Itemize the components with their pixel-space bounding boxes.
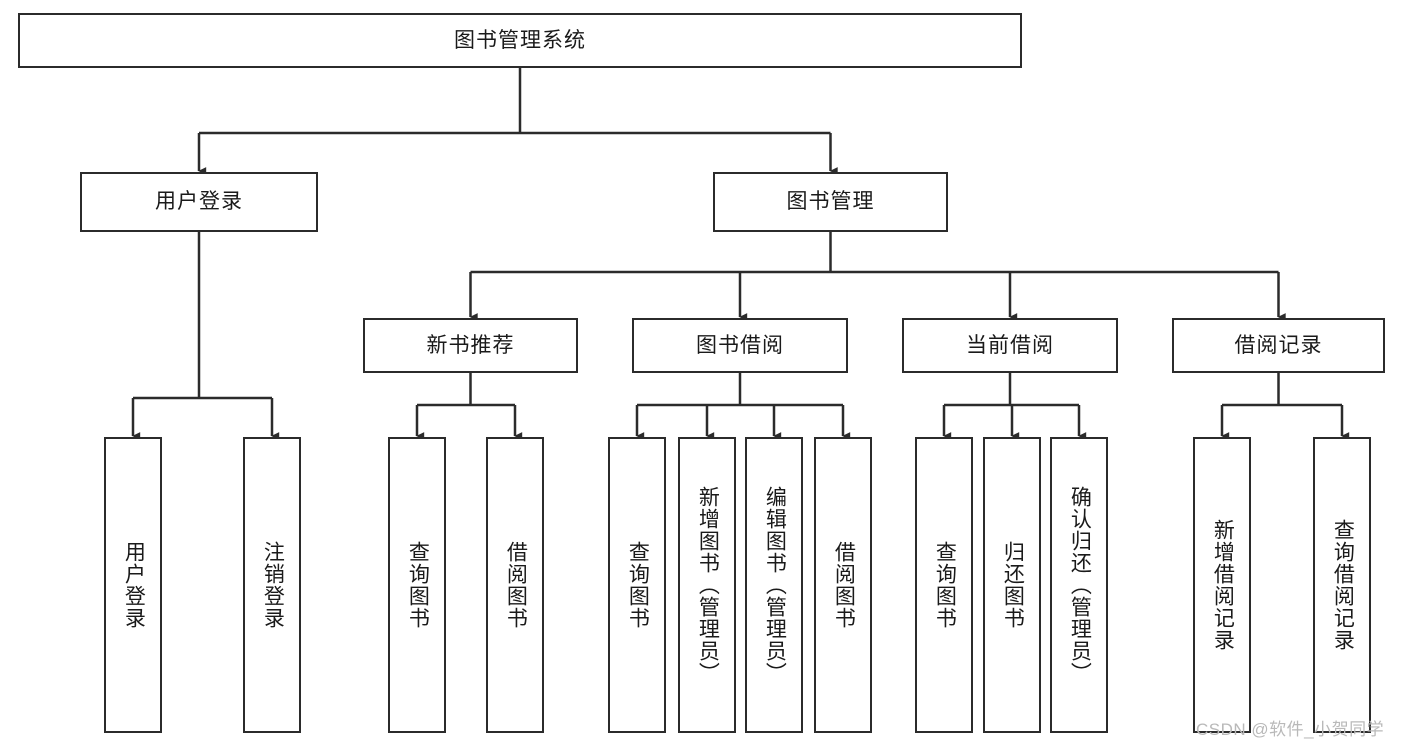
node-leaf_8[interactable]: 借阅图书 [814,437,872,733]
node-label: 借阅图书 [504,541,528,629]
node-root[interactable]: 图书管理系统 [18,13,1022,68]
node-leaf_3[interactable]: 查询图书 [388,437,446,733]
node-leaf_7[interactable]: 编辑图书（管理员） [745,437,803,733]
node-label: 查询借阅记录 [1331,519,1355,651]
edges [131,68,1350,440]
node-label: 新增借阅记录 [1211,519,1235,651]
node-leaf_4[interactable]: 借阅图书 [486,437,544,733]
node-label: 查询图书 [933,541,957,629]
csdn-watermark: CSDN @软件_小贺同学 [1196,720,1385,739]
node-label: 确认归还（管理员） [1068,486,1092,684]
node-book_manage[interactable]: 图书管理 [713,172,948,232]
node-leaf_9[interactable]: 查询图书 [915,437,973,733]
node-label: 查询图书 [626,541,650,629]
node-leaf_11[interactable]: 确认归还（管理员） [1050,437,1108,733]
node-new_book_rec[interactable]: 新书推荐 [363,318,578,373]
node-label: 用户登录 [122,541,146,629]
node-leaf_2[interactable]: 注销登录 [243,437,301,733]
node-label: 查询图书 [406,541,430,629]
node-user_login[interactable]: 用户登录 [80,172,318,232]
node-label: 图书管理 [786,190,875,214]
node-label: 借阅图书 [832,541,856,629]
node-leaf_5[interactable]: 查询图书 [608,437,666,733]
node-leaf_13[interactable]: 查询借阅记录 [1313,437,1371,733]
node-leaf_10[interactable]: 归还图书 [983,437,1041,733]
node-borrow_log[interactable]: 借阅记录 [1172,318,1385,373]
node-label: 归还图书 [1001,541,1025,629]
node-cur_borrow[interactable]: 当前借阅 [902,318,1118,373]
node-label: 图书借阅 [696,333,784,357]
node-label: 注销登录 [261,541,285,629]
node-book_borrow[interactable]: 图书借阅 [632,318,848,373]
node-label: 新增图书（管理员） [696,486,720,684]
node-label: 借阅记录 [1234,333,1323,357]
node-label: 编辑图书（管理员） [763,486,787,684]
node-leaf_12[interactable]: 新增借阅记录 [1193,437,1251,733]
node-leaf_6[interactable]: 新增图书（管理员） [678,437,736,733]
node-label: 用户登录 [155,190,243,214]
node-label: 当前借阅 [966,333,1054,357]
node-label: 图书管理系统 [454,28,586,52]
node-label: 新书推荐 [426,333,515,357]
node-leaf_1[interactable]: 用户登录 [104,437,162,733]
